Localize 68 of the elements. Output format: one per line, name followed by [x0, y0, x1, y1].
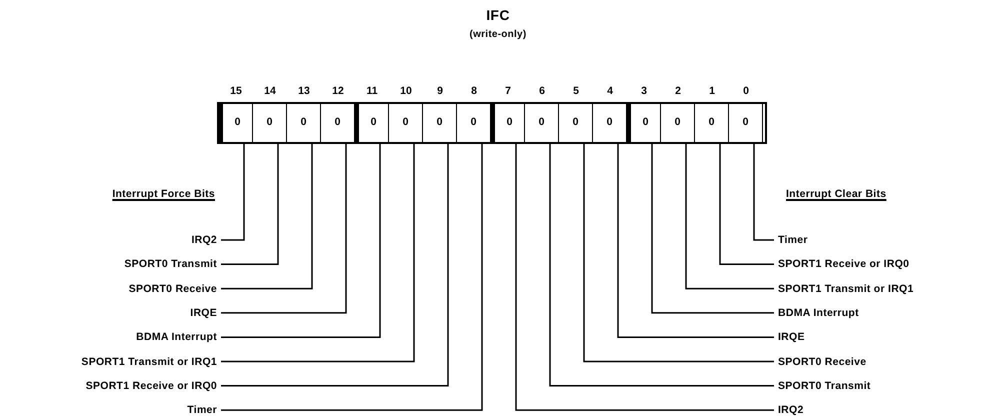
group-heading: Interrupt Clear Bits	[786, 187, 886, 202]
bit-number: 0	[742, 84, 750, 99]
leader-line	[221, 142, 347, 314]
bit-cell: 0	[627, 104, 661, 142]
bit-label: SPORT1 Transmit or IRQ1	[778, 280, 914, 297]
bit-label: SPORT0 Receive	[128, 280, 217, 297]
leader-line	[221, 142, 381, 338]
bit-number: 8	[470, 84, 478, 99]
bit-cell: 0	[253, 104, 287, 142]
leader-line	[617, 142, 774, 338]
access-note: (write-only)	[470, 28, 526, 42]
bit-cell: 0	[219, 104, 253, 142]
leader-line	[583, 142, 774, 362]
bit-label: SPORT0 Receive	[778, 354, 866, 370]
bit-label: SPORT0 Transmit	[778, 378, 871, 394]
bit-label: BDMA Interrupt	[778, 304, 859, 321]
bit-label: IRQE	[778, 329, 805, 346]
bit-number: 15	[229, 84, 243, 99]
bit-number: 4	[606, 84, 614, 99]
bit-number: 13	[297, 84, 311, 99]
bit-label: SPORT1 Receive or IRQ0	[778, 256, 910, 272]
bit-label: IRQ2	[191, 232, 217, 248]
bit-number: 14	[263, 84, 277, 99]
bit-cell: 0	[389, 104, 423, 142]
bit-cell: 0	[593, 104, 627, 142]
leader-line	[221, 142, 483, 411]
bit-cell: 0	[287, 104, 321, 142]
bit-cell: 0	[695, 104, 729, 142]
bit-cell: 0	[321, 104, 355, 142]
leader-line	[685, 142, 774, 290]
bit-number: 1	[708, 84, 716, 99]
bit-label: Timer	[778, 232, 808, 248]
bit-number: 2	[674, 84, 682, 99]
bit-cell: 0	[457, 104, 491, 142]
leader-line	[753, 142, 774, 241]
bit-cell: 0	[729, 104, 763, 142]
group-heading: Interrupt Force Bits	[112, 187, 215, 202]
leader-line	[221, 142, 245, 241]
register-title: IFC	[486, 6, 510, 25]
leader-line	[221, 142, 279, 266]
bit-label: SPORT0 Transmit	[124, 256, 217, 272]
bit-number: 9	[436, 84, 444, 99]
bit-number: 10	[399, 84, 413, 99]
leader-line	[549, 142, 774, 387]
bit-number: 11	[365, 84, 379, 99]
bit-number: 5	[572, 84, 580, 99]
bit-number: 12	[331, 84, 345, 99]
leader-line	[719, 142, 774, 266]
leader-line	[515, 142, 774, 411]
leader-line	[221, 142, 415, 362]
leader-line	[221, 142, 449, 387]
bit-label: IRQ2	[778, 402, 804, 418]
bit-label: Timer	[187, 402, 217, 418]
bit-cell: 0	[491, 104, 525, 142]
bit-cell: 0	[355, 104, 389, 142]
bit-cell: 0	[559, 104, 593, 142]
bit-number: 7	[504, 84, 512, 99]
bit-label: BDMA Interrupt	[136, 329, 217, 346]
bit-cell: 0	[661, 104, 695, 142]
bit-number: 3	[640, 84, 648, 99]
leader-line	[221, 142, 313, 290]
bit-cell: 0	[423, 104, 457, 142]
bit-cell: 0	[525, 104, 559, 142]
leader-line	[651, 142, 774, 314]
bit-number: 6	[538, 84, 546, 99]
bit-label: SPORT1 Receive or IRQ0	[86, 378, 217, 394]
bit-label: SPORT1 Transmit or IRQ1	[81, 354, 217, 370]
bit-label: IRQE	[190, 304, 217, 321]
